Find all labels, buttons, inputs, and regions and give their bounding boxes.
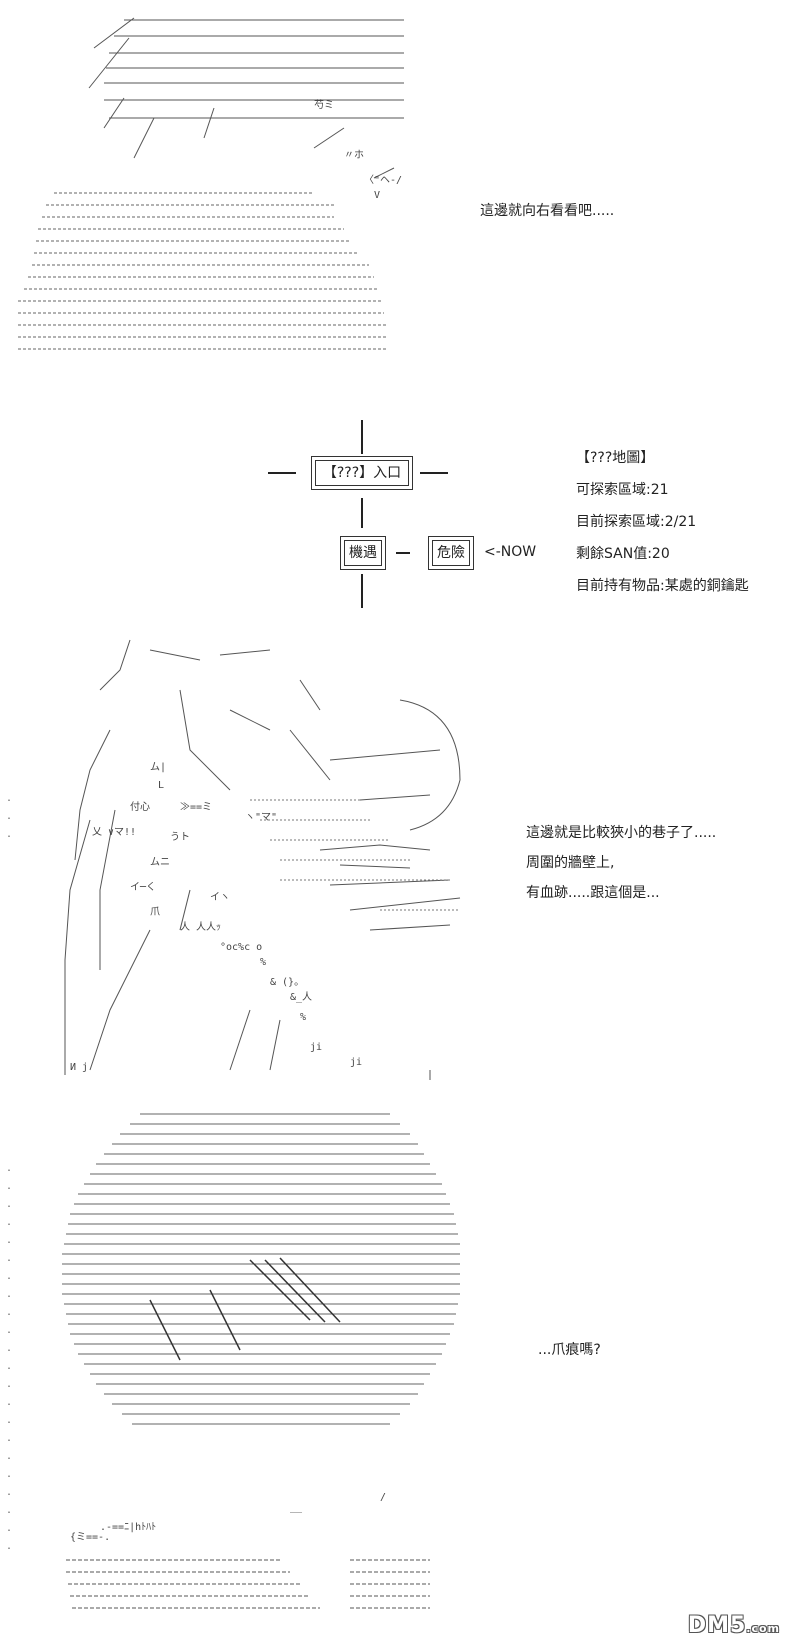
map-status-info: 【???地圖】 可探索區域:21 目前探索區域:2/21 剩餘SAN值:20 目…: [576, 442, 749, 602]
svg-text:人 人人ｯ: 人 人人ｯ: [180, 921, 221, 933]
svg-text:ムニ: ムニ: [150, 856, 170, 868]
ascii-art-panel-3: ム| L 付心 ≫==ミ 乂 ∨マ!! うト ヽ"マ" ムニ イ─く イヽ 爪 …: [30, 630, 470, 1080]
map-room-danger[interactable]: 危險: [428, 536, 474, 570]
map-path-south-lower: [361, 574, 363, 608]
site-watermark: DM5.com: [688, 1613, 780, 1638]
watermark-brand: DM5: [687, 1613, 747, 1638]
map-path-chance-danger: [396, 552, 410, 554]
panel-4-caption: ...爪痕嗎?: [538, 1335, 601, 1365]
svg-text:ム|: ム|: [150, 761, 166, 773]
ascii-art-alley-character: ム| L 付心 ≫==ミ 乂 ∨マ!! うト ヽ"マ" ムニ イ─く イヽ 爪 …: [64, 639, 461, 1080]
svg-text:うト: うト: [170, 831, 190, 843]
svg-text:〈"ヘ‐/: 〈"ヘ‐/: [364, 174, 402, 186]
svg-text:ヽ"マ": ヽ"マ": [245, 812, 277, 823]
svg-text:V: V: [374, 190, 380, 201]
caption-line: 這邊就向右看看吧.....: [480, 203, 615, 219]
svg-text:И j: И j: [70, 1062, 88, 1073]
map-room-entrance-label: 【???】入口: [322, 465, 402, 481]
svg-text:爪: 爪: [150, 907, 160, 918]
svg-text:芍ミ: 芍ミ: [314, 98, 334, 111]
exploration-map: 【???】入口 機遇 危險 <-NOW 【???地圖】 可探索區域:21 目前探…: [0, 400, 800, 620]
svg-text:イ─く: イ─く: [130, 882, 156, 893]
svg-text:&_人: &_人: [290, 991, 312, 1003]
svg-text:%: %: [300, 1012, 306, 1023]
panel-1-caption: 這邊就向右看看吧.....: [480, 196, 614, 226]
held-items: 目前持有物品:某處的銅鑰匙: [576, 578, 749, 594]
svg-text:イヽ: イヽ: [210, 892, 230, 903]
map-room-chance-label: 機遇: [349, 545, 377, 561]
ascii-art-panel-1: 芍ミ 〃ホ 〈"ヘ‐/ V: [14, 8, 404, 358]
map-path-north: [361, 420, 363, 454]
margin-dots-4: ......................: [6, 1163, 13, 1552]
caption-line-3: 有血跡.....跟這個是...: [526, 885, 660, 901]
san-value: 剩餘SAN值:20: [576, 546, 670, 562]
svg-text:& (}。: & (}。: [270, 977, 304, 988]
current-position-marker: <-NOW: [484, 544, 537, 560]
watermark-suffix: .com: [746, 1622, 780, 1635]
svg-text:__: __: [290, 1502, 303, 1513]
ascii-art-panel-4: {ミ==‐. .-==ﾆ|hﾄﾊﾄ __ /: [50, 1100, 480, 1644]
ascii-art-claw-marks-wall: {ミ==‐. .-==ﾆ|hﾄﾊﾄ __ /: [62, 1113, 460, 1609]
svg-text:ji: ji: [310, 1042, 322, 1053]
map-room-chance[interactable]: 機遇: [340, 536, 386, 570]
map-room-danger-label: 危險: [437, 545, 465, 561]
svg-text:.-==ﾆ|hﾄﾊﾄ: .-==ﾆ|hﾄﾊﾄ: [100, 1522, 156, 1533]
explored-areas: 目前探索區域:2/21: [576, 514, 697, 530]
caption-line: ...爪痕嗎?: [538, 1342, 601, 1358]
map-path-west: [268, 472, 296, 474]
svg-text:≫==ミ: ≫==ミ: [180, 802, 212, 813]
svg-text:/: /: [380, 1492, 386, 1503]
caption-line-2: 周圍的牆壁上,: [526, 855, 615, 871]
map-path-south: [361, 498, 363, 528]
svg-text:ji: ji: [350, 1057, 362, 1068]
caption-line-1: 這邊就是比較狹小的巷子了.....: [526, 825, 717, 841]
svg-text:付心: 付心: [130, 800, 150, 813]
explorable-areas: 可探索區域:21: [576, 482, 669, 498]
map-room-entrance[interactable]: 【???】入口: [311, 456, 413, 490]
svg-text:乂 ∨マ!!: 乂 ∨マ!!: [92, 827, 136, 838]
map-title: 【???地圖】: [576, 450, 655, 466]
svg-text:°oc%c o: °oc%c o: [220, 942, 262, 953]
svg-text:L: L: [158, 780, 164, 791]
margin-dots-3: ...: [6, 793, 13, 840]
panel-3-caption: 這邊就是比較狹小的巷子了..... 周圍的牆壁上, 有血跡.....跟這個是..…: [526, 818, 716, 908]
ascii-art-cat-under-blanket: 芍ミ 〃ホ 〈"ヘ‐/ V: [18, 17, 404, 350]
svg-text:{ミ==‐.: {ミ==‐.: [70, 1532, 110, 1543]
svg-text:〃ホ: 〃ホ: [344, 149, 364, 161]
svg-text:%: %: [260, 957, 266, 968]
map-path-east: [420, 472, 448, 474]
